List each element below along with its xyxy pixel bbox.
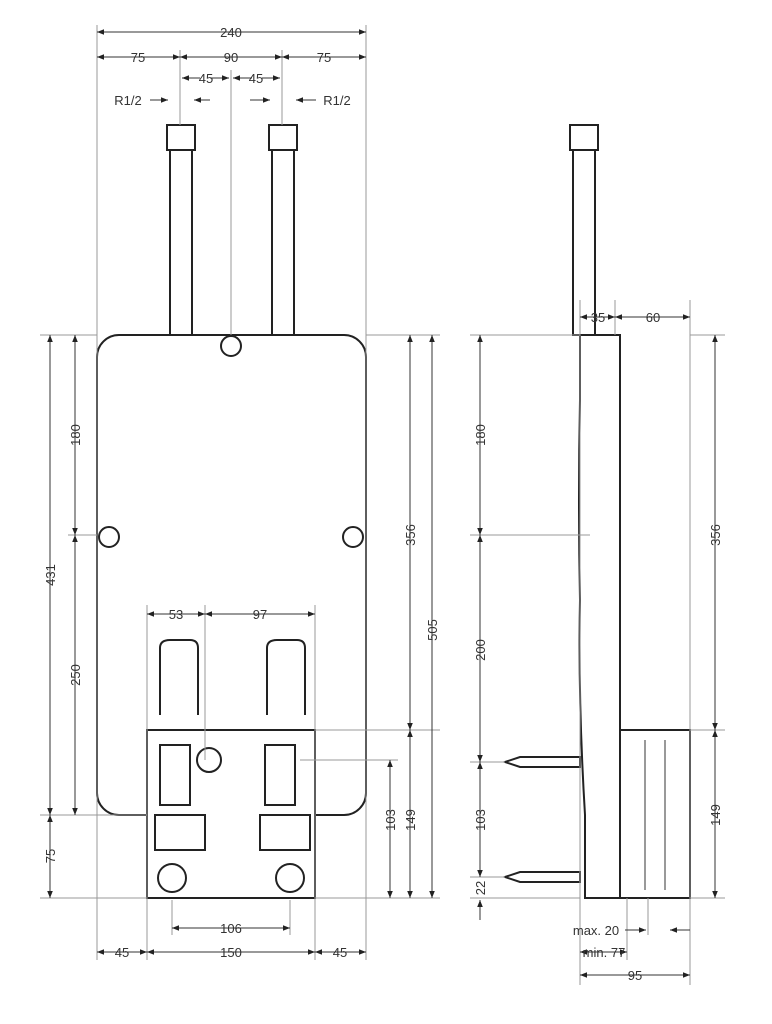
mount-hole-top	[220, 335, 242, 357]
dim-to-box: 356	[403, 524, 418, 546]
front-view: 240 75 90 75 45 45 R1/2 R1/2 53 97 106 4…	[40, 25, 440, 960]
side-dim-bottom: 22	[473, 881, 488, 895]
side-dim-upper: 180	[473, 424, 488, 446]
dim-half-left: 45	[199, 71, 213, 86]
outlet-top	[196, 747, 222, 773]
dim-outlet-height: 103	[383, 809, 398, 831]
side-valve-box	[619, 729, 691, 899]
dim-inner-spacing: 97	[253, 607, 267, 622]
dim-depth-b: 60	[646, 310, 660, 325]
dim-overall-height: 505	[425, 619, 440, 641]
side-dim-box-height: 149	[708, 804, 723, 826]
right-supply-pipe	[271, 139, 295, 336]
outlet-left	[157, 863, 187, 893]
side-view: 35 60 max. 20 min. 77 95 180 200 103 22 …	[470, 124, 725, 985]
dim-depth-a: 35	[591, 310, 605, 325]
dim-overall-depth: 95	[628, 968, 642, 983]
thread-label-left: R1/2	[114, 93, 141, 108]
side-dim-to-box: 356	[708, 524, 723, 546]
upper-screw	[501, 756, 581, 768]
dim-right-margin: 45	[333, 945, 347, 960]
mount-hole-left	[98, 526, 120, 548]
dim-panel-height: 431	[43, 564, 58, 586]
lower-screw	[501, 871, 581, 883]
dim-half-right: 45	[249, 71, 263, 86]
dim-box-width: 150	[220, 945, 242, 960]
dim-left-margin: 45	[115, 945, 129, 960]
left-thread-fitting	[166, 124, 196, 151]
thread-label-right: R1/2	[323, 93, 350, 108]
dim-max-wall: max. 20	[573, 923, 619, 938]
side-pipe	[572, 139, 596, 336]
dim-left-offset: 75	[131, 50, 145, 65]
left-supply-pipe	[169, 139, 193, 336]
dim-bottom-offset: 75	[43, 849, 58, 863]
dim-upper: 180	[68, 424, 83, 446]
dim-pipe-spacing: 90	[224, 50, 238, 65]
dim-outlet-spacing: 106	[220, 921, 242, 936]
outlet-right	[275, 863, 305, 893]
right-thread-fitting	[268, 124, 298, 151]
dim-inner-left: 53	[169, 607, 183, 622]
dim-overall-width: 240	[220, 25, 242, 40]
dim-box-height: 149	[403, 809, 418, 831]
dim-min-depth: min. 77	[583, 945, 626, 960]
side-body	[578, 334, 621, 899]
side-thread-fitting	[569, 124, 599, 151]
dim-right-offset: 75	[317, 50, 331, 65]
dim-lower: 250	[68, 664, 83, 686]
side-dim-screw-spacing: 103	[473, 809, 488, 831]
side-dim-middle: 200	[473, 639, 488, 661]
mount-hole-right	[342, 526, 364, 548]
